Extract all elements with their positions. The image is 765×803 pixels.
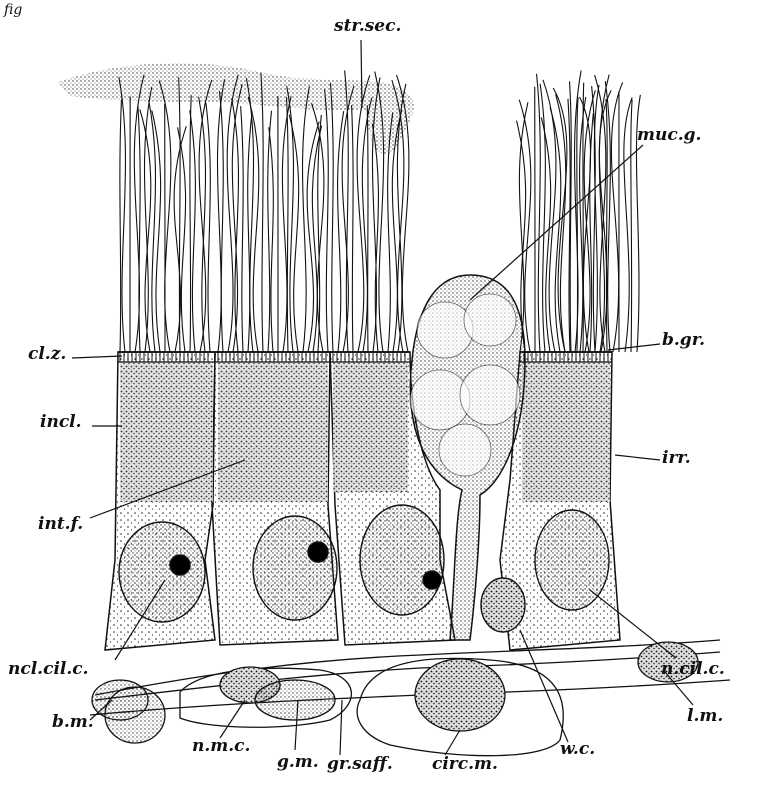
cilium — [537, 74, 541, 352]
cilium — [190, 95, 191, 352]
cilium — [606, 99, 607, 352]
cilium — [577, 97, 578, 352]
cilium — [178, 127, 186, 352]
cilium — [246, 78, 253, 352]
label-g-m: g.m. — [277, 752, 319, 772]
cilium — [556, 94, 566, 352]
cilium — [227, 75, 238, 352]
cilium — [583, 83, 584, 352]
label-circ-m: circ.m. — [432, 754, 498, 774]
cilium — [149, 100, 156, 352]
label-str-sec: str.sec. — [334, 16, 401, 36]
cilium — [352, 105, 354, 352]
basement-tissue — [90, 640, 730, 756]
cilium — [206, 103, 210, 352]
label-n-cil-c: n.cil.c. — [661, 659, 725, 679]
cilium — [241, 106, 244, 352]
cilium — [611, 82, 622, 352]
corner-text: fig — [3, 2, 22, 18]
cilium — [631, 100, 632, 352]
label-irr: irr. — [662, 448, 691, 468]
label-incl: incl. — [40, 412, 82, 432]
cilium — [179, 77, 180, 352]
label-w-c: w.c. — [560, 739, 595, 759]
cilium — [261, 73, 263, 352]
label-b-m: b.m. — [52, 712, 94, 732]
cilium — [367, 105, 368, 352]
cilium — [138, 105, 140, 352]
label-int-f: int.f. — [38, 514, 83, 534]
cilium — [307, 122, 319, 352]
cilium — [120, 99, 122, 352]
cilium — [325, 89, 329, 352]
cilium — [330, 83, 333, 352]
cilium — [152, 110, 161, 352]
label-l-m: l.m. — [687, 706, 723, 726]
label-n-m-c: n.m.c. — [192, 736, 250, 756]
label-muc-g: muc.g. — [637, 125, 701, 145]
cilium — [219, 91, 223, 352]
label-ncl-cil-c: ncl.cil.c. — [8, 659, 89, 679]
label-cl-z: cl.z. — [28, 344, 66, 364]
label-gr-saff: gr.saff. — [327, 754, 393, 774]
secretion-strand — [58, 63, 414, 154]
label-b-gr: b.gr. — [662, 330, 705, 350]
